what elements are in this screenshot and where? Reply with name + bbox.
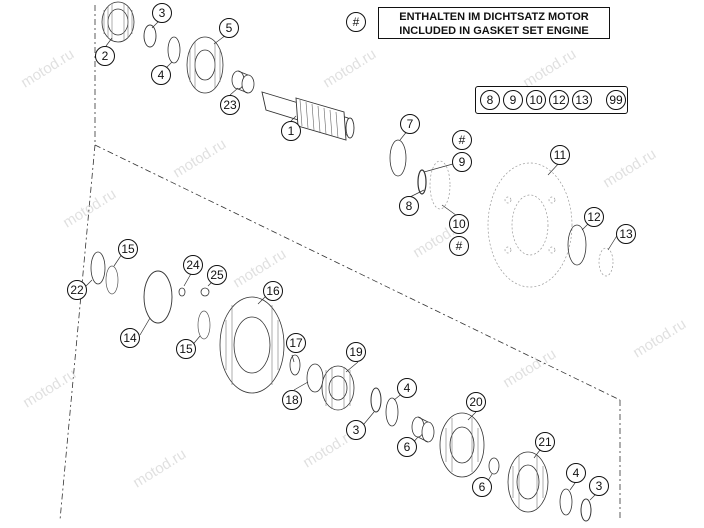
ring-3	[143, 24, 157, 48]
washer-4-mid	[385, 397, 399, 427]
washer-14	[143, 270, 173, 324]
callout-11: 11	[550, 145, 570, 165]
callout-21: 21	[535, 432, 555, 452]
callout-hash: #	[452, 130, 472, 150]
gear-21	[507, 451, 549, 513]
bushing-6-low	[488, 457, 500, 475]
callout-9: 9	[452, 152, 472, 172]
kit-item: 12	[549, 90, 569, 110]
ring-22	[90, 251, 106, 285]
callout-7: 7	[400, 114, 420, 134]
callout-3: 3	[152, 3, 172, 23]
callout-16: 16	[263, 281, 283, 301]
hash-symbol: #	[346, 12, 366, 32]
kit-item: 9	[503, 90, 523, 110]
note-line-english: INCLUDED IN GASKET SET ENGINE	[399, 25, 589, 37]
callout-25: 25	[207, 265, 227, 285]
ring-15-bottom	[197, 310, 211, 340]
kit-item: 10	[526, 90, 546, 110]
callout-12: 12	[584, 207, 604, 227]
kit-box	[475, 86, 628, 114]
washer-4	[167, 36, 181, 64]
kit-item: 8	[480, 90, 500, 110]
bushing-23	[231, 70, 255, 94]
callout-8: 8	[399, 196, 419, 216]
callout-4: 4	[397, 378, 417, 398]
callout-13: 13	[616, 224, 636, 244]
bushing-6-mid	[411, 416, 435, 443]
callout-10: 10	[449, 214, 469, 234]
callout-22: 22	[67, 280, 87, 300]
ring-12	[567, 224, 587, 266]
callout-15: 15	[118, 239, 138, 259]
callout-15: 15	[176, 339, 196, 359]
callout-20: 20	[466, 392, 486, 412]
gear-20	[439, 412, 485, 478]
gear-16	[219, 296, 285, 394]
ring-3-low	[580, 498, 592, 522]
ring-15-top	[105, 265, 119, 295]
gasket-note-box: ENTHALTEN IM DICHTSATZ MOTOR INCLUDED IN…	[378, 7, 610, 39]
o-ring-9	[417, 169, 427, 195]
callout-17: 17	[286, 333, 306, 353]
ring-3-mid	[370, 387, 382, 413]
callout-3: 3	[589, 476, 609, 496]
callout-18: 18	[282, 390, 302, 410]
callout-24: 24	[183, 255, 203, 275]
kit-result: 99	[606, 90, 626, 110]
callout-5: 5	[219, 18, 239, 38]
gasket-8	[429, 160, 451, 210]
gear-19	[321, 365, 355, 411]
ring-17	[289, 354, 301, 376]
callout-19: 19	[346, 342, 366, 362]
seal-13	[598, 247, 614, 277]
callout-6: 6	[472, 477, 492, 497]
callout-4: 4	[151, 65, 171, 85]
part-7	[389, 139, 407, 177]
callout-14: 14	[120, 328, 140, 348]
note-line-german: ENTHALTEN IM DICHTSATZ MOTOR	[399, 11, 589, 23]
callout-4: 4	[566, 463, 586, 483]
gear-5	[186, 36, 224, 94]
callout-6: 6	[397, 437, 417, 457]
callout-1: 1	[281, 121, 301, 141]
washer-4-low	[559, 488, 573, 516]
callout-2: 2	[95, 46, 115, 66]
callout-hash: #	[449, 236, 469, 256]
bushing-18	[306, 363, 324, 393]
part-25	[200, 287, 210, 297]
main-shaft	[261, 91, 355, 141]
kit-item: 13	[572, 90, 592, 110]
callout-23: 23	[220, 95, 240, 115]
gear-2	[101, 1, 135, 43]
callout-3: 3	[346, 420, 366, 440]
cover-11	[487, 162, 573, 288]
ball-24	[178, 287, 186, 297]
